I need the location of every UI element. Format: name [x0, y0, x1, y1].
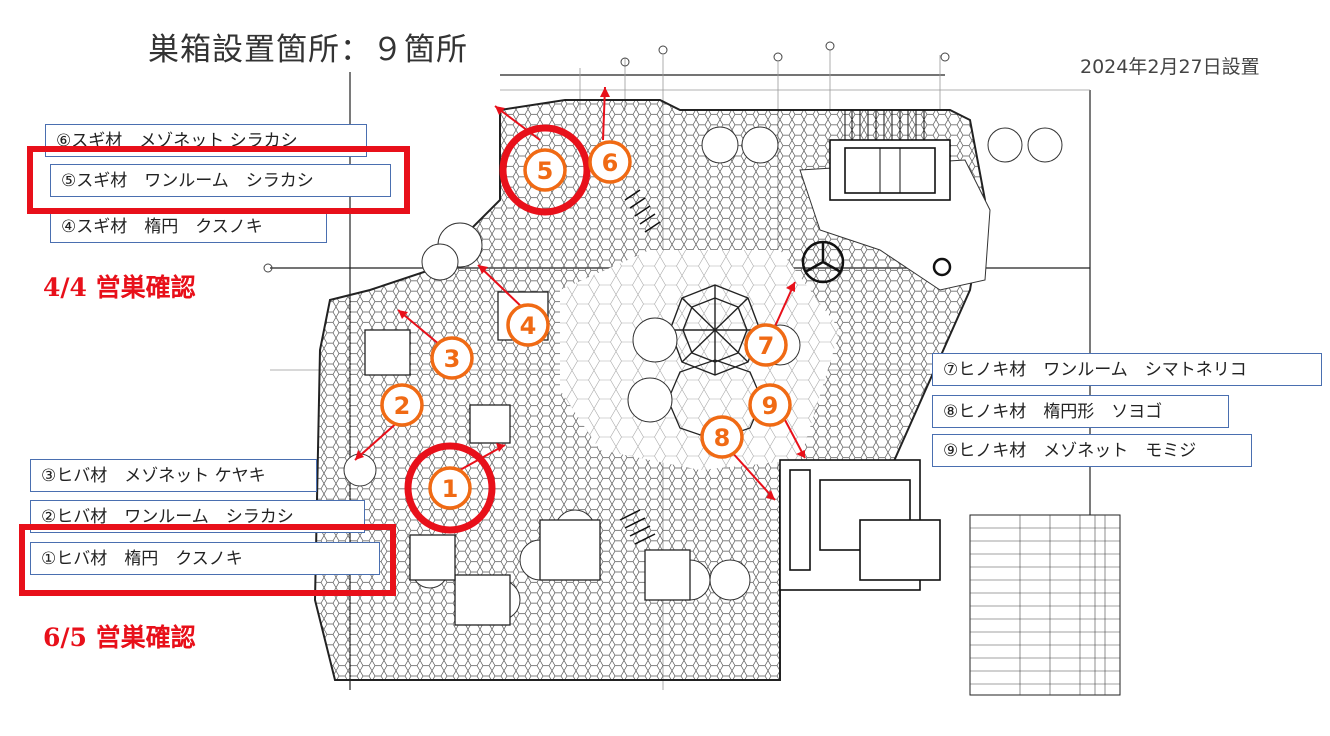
label-box-8: ⑧ヒノキ材 楕円形 ソヨゴ — [932, 395, 1229, 428]
label-box-5: ⑤スギ材 ワンルーム シラカシ — [50, 164, 391, 197]
plant-table — [969, 514, 1121, 696]
svg-text:1: 1 — [442, 475, 459, 503]
marker-6: 6 — [588, 140, 632, 184]
marker-2: 2 — [380, 383, 424, 427]
page-title: 巣箱設置箇所：９箇所 — [148, 32, 468, 68]
svg-text:4: 4 — [520, 312, 537, 340]
install-date: 2024年2月27日設置 — [1080, 56, 1260, 78]
svg-text:2: 2 — [394, 392, 411, 420]
marker-9: 9 — [748, 383, 792, 427]
label-box-3: ③ヒバ材 メゾネット ケヤキ — [30, 459, 317, 492]
svg-text:9: 9 — [762, 392, 779, 420]
marker-7: 7 — [744, 323, 788, 367]
svg-text:6: 6 — [602, 149, 619, 177]
building — [779, 139, 951, 591]
marker-5: 5 — [523, 148, 567, 192]
wheel-symbol — [801, 240, 845, 284]
label-box-7: ⑦ヒノキ材 ワンルーム シマトネリコ — [932, 353, 1322, 386]
marker-8: 8 — [700, 415, 744, 459]
highlight-box-5 — [27, 146, 410, 214]
marker-4: 4 — [506, 303, 550, 347]
stairs — [619, 189, 661, 545]
arrow-heads — [355, 87, 805, 500]
label-box-1: ①ヒバ材 楕円 クスノキ — [30, 542, 380, 575]
highlight-circle-5 — [499, 124, 591, 216]
label-box-4: ④スギ材 楕円 クスノキ — [50, 210, 327, 243]
pavilion — [669, 284, 761, 376]
svg-text:7: 7 — [758, 332, 775, 360]
highlight-box-1 — [19, 524, 396, 596]
marker-1: 1 — [428, 466, 472, 510]
confirm-note-2: 6/5 営巣確認 — [43, 623, 196, 652]
label-box-9: ⑨ヒノキ材 メゾネット モミジ — [932, 434, 1252, 467]
highlight-circle-1 — [404, 442, 496, 534]
svg-text:3: 3 — [444, 345, 461, 373]
svg-text:5: 5 — [537, 157, 554, 185]
confirm-note-1: 4/4 営巣確認 — [43, 273, 196, 302]
svg-text:8: 8 — [714, 424, 731, 452]
building-details — [844, 110, 925, 193]
marker-3: 3 — [430, 336, 474, 380]
